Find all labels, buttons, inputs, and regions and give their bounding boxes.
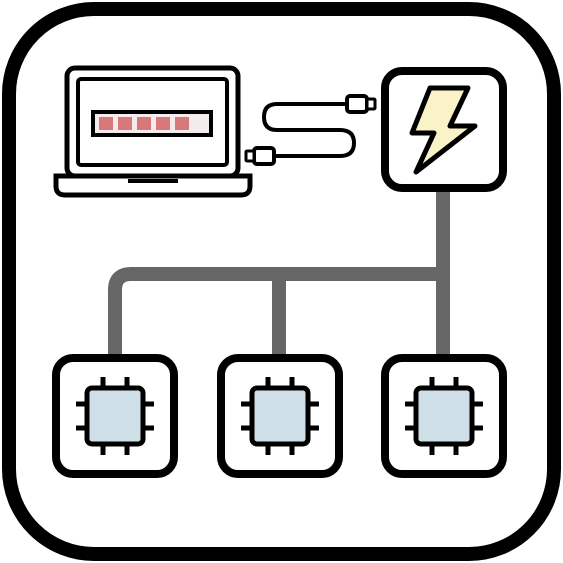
chip-node-3: [381, 354, 507, 478]
power-node: [381, 67, 507, 192]
chip-body: [249, 385, 311, 447]
chip-icon: [76, 377, 154, 455]
usb-plug-left-tip: [244, 149, 256, 163]
progress-segment: [137, 117, 151, 130]
chip-node-2: [217, 354, 343, 478]
usb-cable-wire: [261, 102, 357, 158]
laptop-base: [53, 173, 253, 198]
usb-plug-right: [345, 94, 377, 114]
usb-plug-right-body: [345, 94, 369, 114]
chip-node-1: [52, 354, 178, 478]
usb-plug-left: [244, 146, 276, 166]
laptop-icon: [53, 65, 253, 198]
chip-body: [84, 385, 146, 447]
usb-plug-right-tip: [365, 97, 377, 111]
bus-lines: [108, 188, 450, 358]
usb-plug-left-body: [252, 146, 276, 166]
chip-icon: [405, 377, 483, 455]
progress-segment: [175, 117, 189, 130]
progress-segment: [156, 117, 170, 130]
chip-icon: [241, 377, 319, 455]
bus-horizontal: [108, 267, 443, 358]
progress-segment: [118, 117, 132, 130]
progress-segments: [99, 117, 189, 130]
chip-nodes: [52, 354, 507, 478]
usb-cable: [244, 94, 377, 166]
chip-body: [413, 385, 475, 447]
progress-segment: [99, 117, 113, 130]
lightning-bolt-icon: [409, 85, 478, 175]
